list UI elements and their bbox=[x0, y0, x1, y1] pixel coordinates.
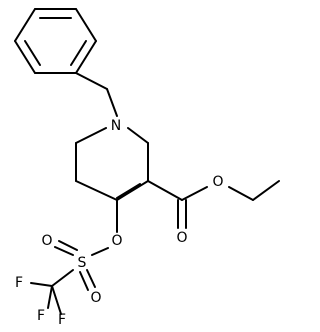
triflate-group bbox=[30, 199, 118, 315]
atom-label-f-top: F bbox=[37, 308, 45, 324]
bond bbox=[147, 180, 183, 201]
bond bbox=[75, 72, 108, 90]
ring-double-bond bbox=[116, 183, 141, 199]
atom-label-f-bottom: F bbox=[58, 312, 66, 328]
bond bbox=[91, 247, 109, 256]
bond bbox=[75, 127, 107, 144]
benzene-ring bbox=[14, 8, 97, 74]
bond bbox=[51, 269, 74, 287]
sulfonyl-double-bond bbox=[54, 246, 74, 256]
sulfonyl-double-bond bbox=[79, 271, 89, 291]
atom-label-f-left: F bbox=[15, 275, 23, 291]
bond bbox=[75, 180, 118, 201]
sulfonyl-double-bond bbox=[86, 269, 96, 288]
atom-label-o-carbonyl: O bbox=[176, 230, 187, 246]
atom-label-s: S bbox=[78, 255, 87, 271]
atom-label-o-s-left: O bbox=[41, 233, 52, 249]
tetrahydropyridine-ring bbox=[75, 127, 149, 201]
bond bbox=[14, 40, 36, 74]
bond bbox=[30, 282, 53, 287]
ethyl-ester-group bbox=[147, 180, 280, 229]
bond bbox=[75, 40, 97, 74]
sulfonyl-double-bond bbox=[58, 240, 78, 251]
atom-label-o-ether: O bbox=[212, 174, 223, 190]
atom-label-o-vinyl: O bbox=[111, 233, 122, 249]
aromatic-double-bond bbox=[24, 40, 41, 66]
bond bbox=[228, 186, 254, 201]
bond bbox=[47, 285, 53, 309]
bond bbox=[51, 285, 62, 315]
bond bbox=[252, 180, 280, 201]
chemical-structure: N O O O S O O F F F bbox=[14, 8, 280, 328]
atom-label-o-s-bottom: O bbox=[90, 290, 101, 306]
bond bbox=[75, 8, 97, 42]
bond bbox=[116, 180, 149, 201]
bond bbox=[106, 88, 118, 117]
bond bbox=[181, 186, 208, 201]
bond bbox=[14, 8, 36, 42]
aromatic-double-bond bbox=[70, 40, 87, 66]
bond bbox=[127, 127, 149, 144]
atom-label-n: N bbox=[111, 118, 121, 134]
